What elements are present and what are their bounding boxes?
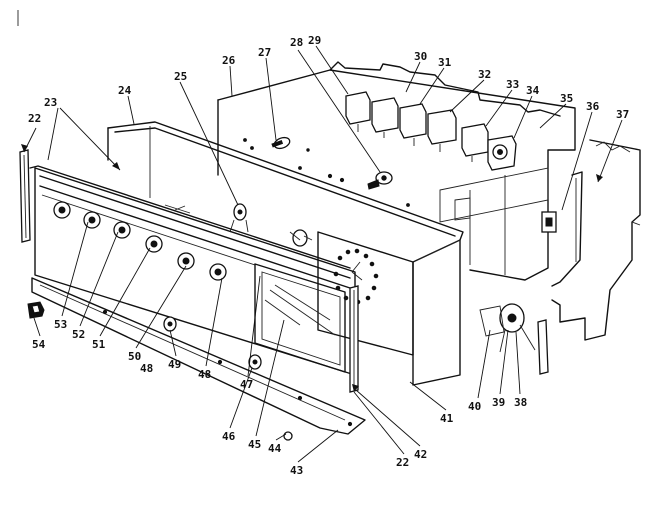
part-label-23: 23 <box>44 96 57 109</box>
side-bracket <box>541 171 583 287</box>
part-label-51: 51 <box>92 338 106 351</box>
part-label-22-top: 22 <box>28 112 41 125</box>
part-label-35: 35 <box>560 92 573 105</box>
part-label-40: 40 <box>468 400 481 413</box>
part-label-27: 27 <box>258 46 271 59</box>
control-knobs <box>53 201 227 281</box>
part-label-22-bottom: 22 <box>396 456 409 469</box>
part-label-44: 44 <box>268 442 282 455</box>
lower-rail <box>31 277 366 435</box>
part-label-25: 25 <box>174 70 187 83</box>
back-housing <box>217 61 576 281</box>
part-label-53: 53 <box>54 318 67 331</box>
part-label-26: 26 <box>222 54 236 67</box>
part-label-54: 54 <box>32 338 46 351</box>
part-label-48-left: 48 <box>140 362 153 375</box>
part-label-32: 32 <box>478 68 491 81</box>
part-label-33: 33 <box>506 78 519 91</box>
part-label-39: 39 <box>492 396 505 409</box>
part-label-28: 28 <box>290 36 303 49</box>
part-label-42: 42 <box>414 448 427 461</box>
part-label-29: 29 <box>308 34 321 47</box>
switch-blocks <box>345 91 517 171</box>
part-label-52: 52 <box>72 328 85 341</box>
console-box <box>107 121 464 386</box>
part-label-50: 50 <box>128 350 141 363</box>
timer-motor <box>479 303 536 353</box>
part-label-38: 38 <box>514 396 527 409</box>
small-parts <box>27 301 293 441</box>
part-label-31: 31 <box>438 56 452 69</box>
leader-lines <box>23 45 623 463</box>
part-label-36: 36 <box>586 100 600 113</box>
part-labels: 22 23 24 25 26 27 28 29 30 31 32 33 34 3… <box>28 34 629 477</box>
part-label-37: 37 <box>616 108 629 121</box>
rear-panel <box>551 139 641 341</box>
part-label-47: 47 <box>240 378 253 391</box>
part-label-48-right: 48 <box>198 368 211 381</box>
part-label-34: 34 <box>526 84 540 97</box>
part-label-41: 41 <box>440 412 454 425</box>
leader-arrowheads <box>21 144 603 392</box>
part-label-43: 43 <box>290 464 303 477</box>
part-label-49: 49 <box>168 358 181 371</box>
part-label-45: 45 <box>248 438 261 451</box>
part-label-24: 24 <box>118 84 132 97</box>
part-label-46: 46 <box>222 430 236 443</box>
part-label-30: 30 <box>414 50 427 63</box>
side-trim-strips <box>19 149 549 393</box>
front-control-panel <box>29 165 356 376</box>
housing-screws <box>271 136 393 190</box>
